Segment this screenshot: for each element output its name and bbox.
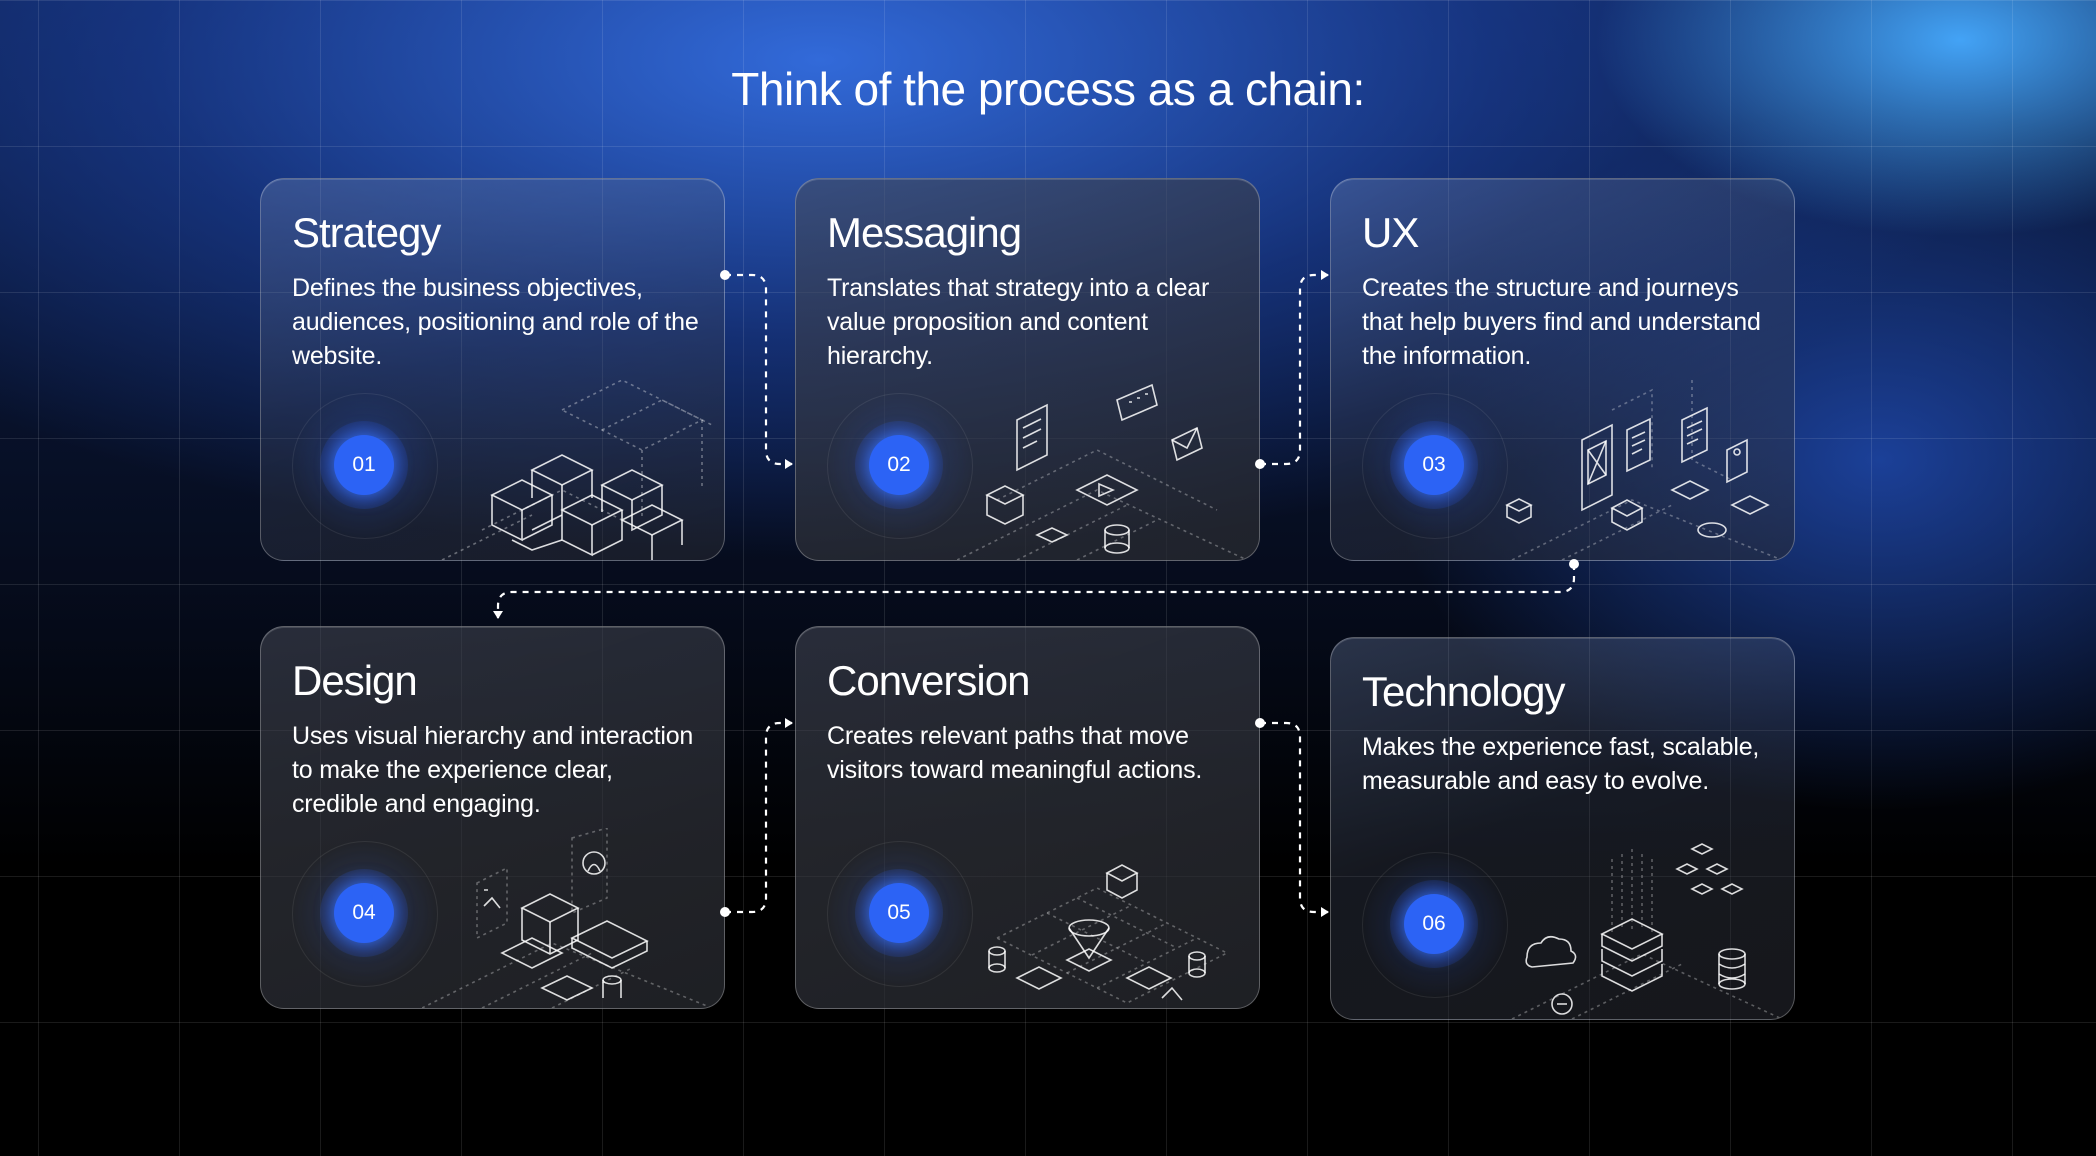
step-card-strategy: Strategy Defines the business objectives… <box>260 178 725 561</box>
isometric-cubes-icon <box>441 380 712 560</box>
step-number-badge: 06 <box>1390 880 1478 968</box>
step-number-badge: 05 <box>855 869 943 957</box>
step-description: Creates relevant paths that move visitor… <box>827 722 1203 784</box>
step-title: UX <box>1362 209 1419 256</box>
step-description: Uses visual hierarchy and interaction to… <box>292 722 694 818</box>
step-title: Conversion <box>827 657 1030 704</box>
step-description: Creates the structure and journeys that … <box>1362 274 1761 370</box>
step-number-badge: 01 <box>320 421 408 509</box>
step-card-technology: Technology Makes the experience fast, sc… <box>1330 637 1795 1020</box>
badge-halo <box>292 393 438 539</box>
step-description: Defines the business objectives, audienc… <box>292 274 699 370</box>
isometric-messages-icon <box>957 383 1247 560</box>
step-title: Messaging <box>827 209 1022 256</box>
step-number-badge: 03 <box>1390 421 1478 509</box>
isometric-design-icon <box>422 828 712 1008</box>
step-title: Technology <box>1362 668 1565 715</box>
isometric-servers-icon <box>1511 843 1782 1019</box>
step-card-ux: UX Creates the structure and journeys th… <box>1330 178 1795 561</box>
step-description: Makes the experience fast, scalable, mea… <box>1362 733 1760 795</box>
step-description: Translates that strategy into a clear va… <box>827 274 1210 370</box>
page-title: Think of the process as a chain: <box>731 63 1365 115</box>
step-card-design: Design Uses visual hierarchy and interac… <box>260 626 725 1009</box>
step-number-badge: 04 <box>320 869 408 957</box>
step-title: Design <box>292 657 418 704</box>
step-number-badge: 02 <box>855 421 943 509</box>
step-card-messaging: Messaging Translates that strategy into … <box>795 178 1260 561</box>
isometric-wireframes-icon <box>1505 380 1782 560</box>
step-title: Strategy <box>292 209 441 256</box>
step-card-conversion: Conversion Creates relevant paths that m… <box>795 626 1260 1009</box>
isometric-funnel-icon <box>988 864 1229 1004</box>
